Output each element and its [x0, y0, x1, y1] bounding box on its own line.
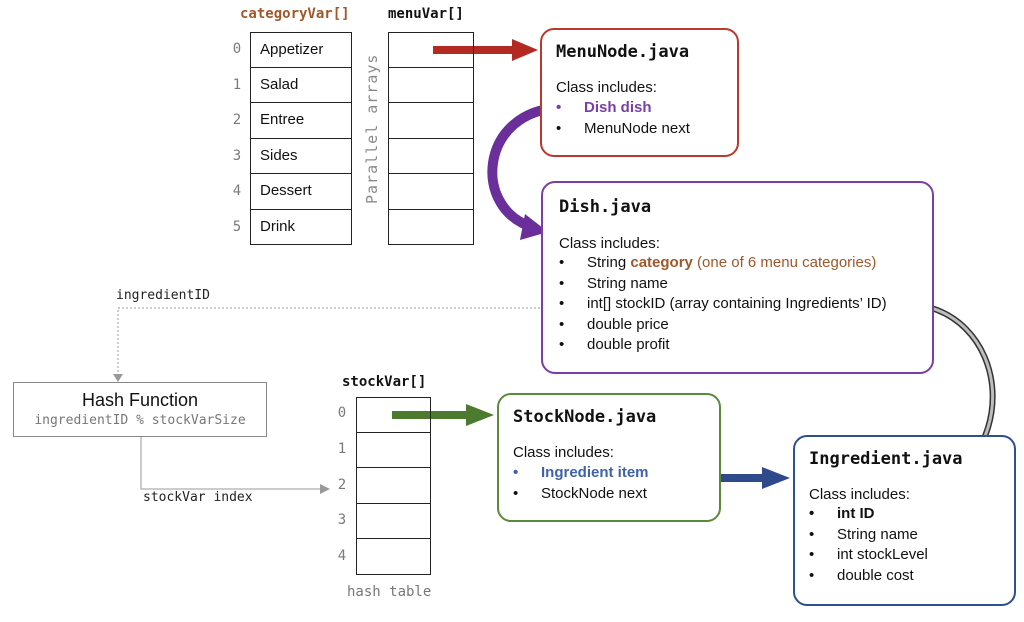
ingredient-title: Ingredient.java — [809, 449, 963, 469]
stock-index-4: 4 — [337, 548, 347, 564]
category-index-1: 1 — [232, 77, 242, 93]
menu-cell — [388, 32, 474, 68]
stock-index-2: 2 — [337, 477, 347, 493]
menu-cell — [388, 174, 474, 210]
dish-includes: Class includes: — [559, 235, 660, 252]
stock-index-1: 1 — [337, 441, 347, 457]
menu-cell — [388, 209, 474, 245]
stocknode-includes: Class includes: — [513, 444, 614, 461]
stocknode-title: StockNode.java — [513, 407, 657, 427]
stock-cell — [356, 468, 431, 504]
stocknode-box: StockNode.java Class includes: •Ingredie… — [497, 393, 721, 522]
hash-function-box: Hash Function ingredientID % stockVarSiz… — [13, 382, 267, 437]
stocknode-field: •Ingredient item — [513, 464, 649, 481]
hash-to-stockvar-connector — [140, 436, 330, 494]
stocknode-field: •StockNode next — [513, 484, 647, 502]
stock-index-3: 3 — [337, 512, 347, 528]
menu-array — [388, 32, 474, 245]
menunode-field-list: •Dish dish •MenuNode next — [556, 98, 737, 139]
ingredient-box: Ingredient.java Class includes: •int ID … — [793, 435, 1016, 606]
hash-function-formula: ingredientID % stockVarSize — [34, 413, 246, 428]
menu-array-header: menuVar[] — [388, 6, 464, 22]
category-cell: Appetizer — [250, 32, 352, 68]
stock-cell — [356, 397, 431, 433]
dish-field: •String name — [559, 274, 668, 292]
parallel-arrays-label: Parallel arrays — [363, 53, 381, 204]
category-array: Appetizer Salad Entree Sides Dessert Dri… — [250, 32, 352, 245]
dish-title: Dish.java — [559, 197, 652, 217]
category-index-3: 3 — [232, 148, 242, 164]
stocknode-field-list: •Ingredient item •StockNode next — [513, 463, 719, 504]
menunode-box: MenuNode.java Class includes: •Dish dish… — [540, 28, 739, 157]
dish-field: •double price — [559, 315, 669, 333]
hash-function-title: Hash Function — [81, 390, 199, 410]
ingredient-includes: Class includes: — [809, 486, 910, 503]
menu-cell — [388, 138, 474, 174]
menu-cell — [388, 103, 474, 139]
category-index-2: 2 — [232, 112, 242, 128]
dish-field: •double profit — [559, 336, 670, 353]
category-cell: Salad — [250, 67, 352, 103]
ingredient-field: •double cost — [809, 566, 914, 584]
category-index-0: 0 — [232, 41, 242, 57]
category-array-header: categoryVar[] — [240, 6, 350, 22]
category-index-5: 5 — [232, 219, 242, 235]
category-cell: Dessert — [250, 174, 352, 210]
stock-array-header: stockVar[] — [342, 374, 427, 390]
category-cell: Drink — [250, 209, 352, 245]
dish-field: •String category (one of 6 menu categori… — [559, 254, 877, 271]
menu-cell — [388, 67, 474, 103]
category-cell: Entree — [250, 103, 352, 139]
menunode-title: MenuNode.java — [556, 42, 690, 62]
stock-cell — [356, 503, 431, 539]
dish-field-list: •String category (one of 6 menu categori… — [559, 253, 932, 356]
dish-box: Dish.java Class includes: •String catego… — [541, 181, 934, 374]
category-highlight: category — [630, 254, 693, 271]
ingredient-field: •int stockLevel — [809, 546, 928, 563]
dish-field: •int[] stockID (array containing Ingredi… — [559, 295, 887, 312]
menunode-field: •MenuNode next — [556, 119, 690, 137]
stockvar-index-label: stockVar index — [143, 490, 253, 505]
stock-cell — [356, 539, 431, 575]
hash-table-caption: hash table — [347, 584, 432, 600]
category-cell: Sides — [250, 138, 352, 174]
stock-array — [356, 397, 431, 575]
stock-cell — [356, 432, 431, 468]
category-index-4: 4 — [232, 183, 242, 199]
menunode-field: •Dish dish — [556, 99, 652, 116]
ingredientid-label: ingredientID — [116, 288, 210, 303]
ingredient-field-list: •int ID •String name •int stockLevel •do… — [809, 504, 1014, 586]
ingredient-field: •String name — [809, 525, 918, 543]
ingredient-field: •int ID — [809, 505, 875, 522]
menunode-includes: Class includes: — [556, 79, 657, 96]
stock-index-0: 0 — [337, 405, 347, 421]
